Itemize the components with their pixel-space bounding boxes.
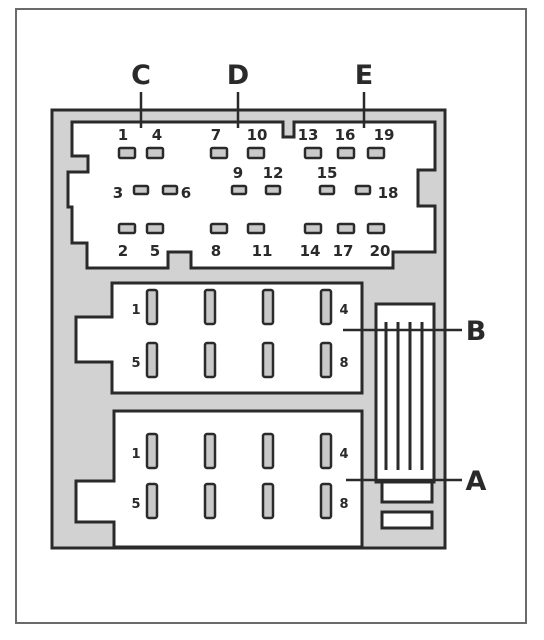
blade-pin-r1-c4 [319,432,333,470]
pin-18 [354,184,372,196]
blade-label-5: 5 [131,497,140,512]
blade-pin-r1-c4 [319,288,333,326]
blade-label-1: 1 [131,303,140,318]
pin-14 [303,222,323,235]
pin-label-10: 10 [247,126,268,144]
pin-3 [132,184,150,196]
blade-label-8: 8 [339,356,348,371]
blade-pin-r2-c3 [261,482,275,520]
pin-label-18: 18 [378,184,399,202]
leader-lines [139,92,462,482]
blade-pin-r2-c2 [203,482,217,520]
pin-label-1: 1 [118,126,128,144]
pin-label-2: 2 [118,242,128,260]
pin-label-17: 17 [333,242,354,260]
pin-label-8: 8 [211,242,221,260]
outer-frame [15,8,527,624]
blade-label-4: 4 [339,447,348,462]
block-b-outline [74,281,364,395]
pin-label-11: 11 [252,242,273,260]
pin-label-9: 9 [233,164,243,182]
pin-9 [230,184,248,196]
blade-pin-r1-c2 [203,432,217,470]
pin-20 [366,222,386,235]
connector-letters: C D E [131,60,373,91]
connector-letter-e: E [355,60,373,91]
locking-latch [374,302,436,530]
blade-label-8: 8 [339,497,348,512]
pin-label-16: 16 [335,126,356,144]
pin-8 [209,222,229,235]
pin-13 [303,146,323,160]
pin-label-4: 4 [152,126,162,144]
pins-bottom-row: 2 5 8 11 14 17 20 [117,222,391,260]
pin-label-3: 3 [113,184,123,202]
pin-16 [336,146,356,160]
blade-pin-r2-c1 [145,482,159,520]
blade-pin-r1-c3 [261,432,275,470]
pin-label-7: 7 [211,126,221,144]
pins-middle-row: 3 6 9 12 15 18 [113,164,399,202]
blade-pin-r1-c1 [145,288,159,326]
blade-pin-r2-c4 [319,482,333,520]
pins-top-row: 1 4 7 10 13 16 19 [117,126,395,160]
pin-label-13: 13 [298,126,319,144]
blade-label-5: 5 [131,356,140,371]
pin-7 [209,146,229,160]
pins-block-b: 1 4 5 8 [131,288,349,379]
block-a-outline [74,409,364,549]
blade-label-1: 1 [131,447,140,462]
pin-10 [246,146,266,160]
pin-19 [366,146,386,160]
pin-label-20: 20 [370,242,391,260]
pins-block-a: 1 4 5 8 [131,432,349,520]
pin-5 [145,222,165,235]
pin-6 [161,184,179,196]
blade-label-4: 4 [339,303,348,318]
pin-label-12: 12 [263,164,284,182]
pin-1 [117,146,137,160]
blade-pin-r1-c1 [145,432,159,470]
blade-pin-r1-c3 [261,288,275,326]
blade-pin-r2-c1 [145,341,159,379]
blade-pin-r2-c4 [319,341,333,379]
pin-label-19: 19 [374,126,395,144]
pin-11 [246,222,266,235]
pin-label-6: 6 [181,184,191,202]
pin-label-15: 15 [317,164,338,182]
side-letter-a: A [466,466,487,497]
blade-pin-r1-c2 [203,288,217,326]
pin-15 [318,184,336,196]
blade-pin-r2-c3 [261,341,275,379]
pin-17 [336,222,356,235]
pin-4 [145,146,165,160]
pin-12 [264,184,282,196]
pin-label-14: 14 [300,242,321,260]
side-letters: BA [466,316,487,497]
side-letter-b: B [466,316,487,347]
blade-pin-r2-c2 [203,341,217,379]
pin-label-5: 5 [150,242,160,260]
connector-letter-c: C [131,60,151,91]
connector-letter-d: D [227,60,249,91]
pin-2 [117,222,137,235]
